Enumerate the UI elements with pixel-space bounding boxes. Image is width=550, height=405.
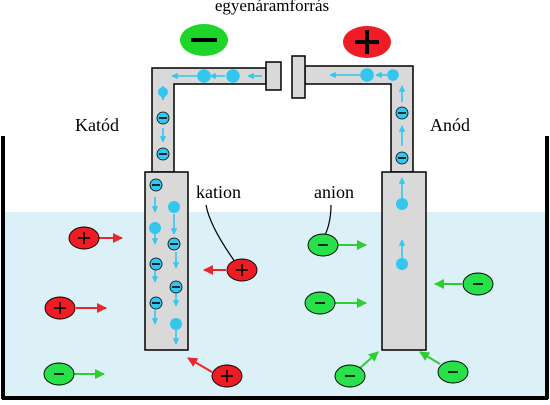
anions	[43, 233, 494, 388]
cation-label: kation	[196, 182, 241, 202]
anion-label: anion	[314, 182, 354, 202]
electron-icon	[158, 87, 168, 97]
vessel	[1, 136, 549, 400]
electron-icon	[149, 222, 161, 234]
electron-icon	[226, 69, 240, 83]
terminal-minus-icon	[180, 24, 228, 56]
cation-pointer	[205, 204, 239, 267]
electron-icon	[396, 258, 408, 270]
electrons-anode	[395, 85, 409, 270]
anode-label: Anód	[430, 115, 470, 135]
electron-icon	[387, 69, 399, 81]
electrons-wire	[171, 68, 399, 83]
source-terminal-positive	[291, 55, 306, 99]
wire-left	[151, 67, 267, 173]
cations	[44, 226, 258, 388]
electrons-cathode	[149, 86, 183, 345]
source-terminal-negative	[265, 61, 282, 91]
electron-icon	[197, 69, 211, 83]
diagram-title: egyenáramforrás	[215, 0, 329, 15]
terminal-plus-icon	[343, 26, 391, 58]
electron-icon	[396, 198, 408, 210]
electron-icon	[360, 68, 374, 82]
electron-icon	[170, 318, 182, 330]
electron-icon	[168, 201, 180, 213]
cathode-label: Katód	[75, 115, 119, 135]
